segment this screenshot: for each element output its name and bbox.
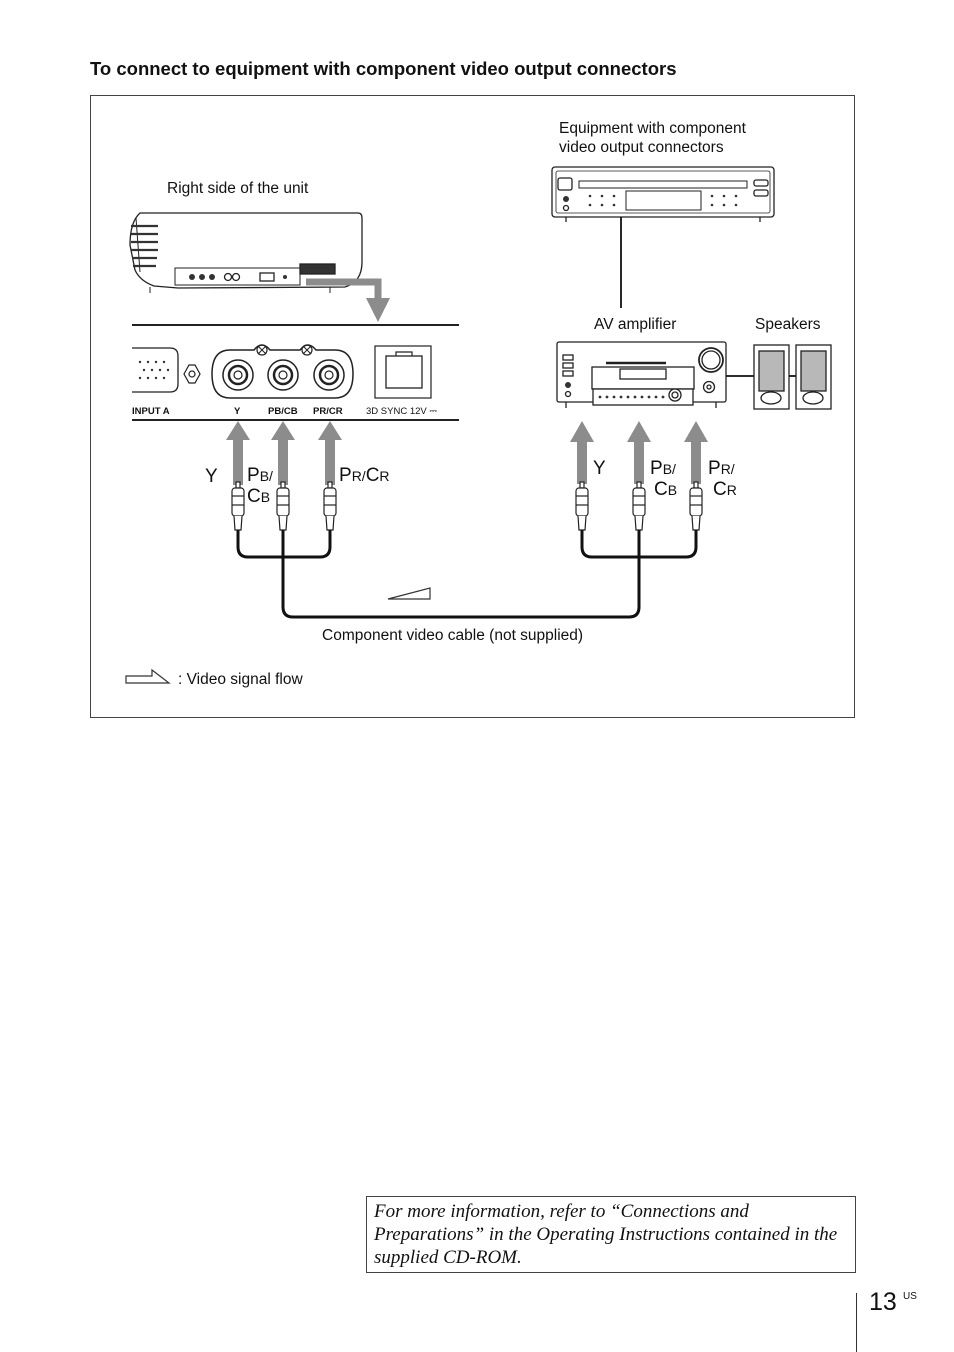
left-pb-label: PB/ (247, 465, 273, 486)
left-y-label: Y (205, 466, 218, 487)
right-cr-label: CR (713, 479, 737, 500)
more-info-note: For more information, refer to “Connecti… (366, 1196, 856, 1273)
panel-sync-label: 3D SYNC 12V ⎓ (366, 406, 437, 417)
legend-label: : Video signal flow (178, 671, 303, 688)
right-signal-arrows (570, 421, 708, 484)
projector-illustration (129, 212, 363, 293)
right-pb-label: PB/ (650, 458, 676, 479)
panel-pb-label: PB/CB (268, 406, 298, 417)
left-pr-cr-label: PR/CR (339, 465, 390, 486)
zoom-arrow-head (366, 298, 390, 322)
page-number: 13 (869, 1288, 897, 1316)
page-number-suffix: US (903, 1291, 917, 1302)
component-equipment-illustration (551, 166, 775, 222)
left-cb-label: CB (247, 486, 271, 507)
speakers-label: Speakers (755, 316, 821, 333)
right-cb-label: CB (654, 479, 678, 500)
speakers-illustration (753, 344, 832, 410)
unit-side-label: Right side of the unit (167, 180, 309, 197)
legend-flow-arrow-icon (125, 668, 171, 684)
right-y-label: Y (593, 458, 606, 479)
panel-pr-label: PR/CR (313, 406, 343, 417)
page-number-rule (856, 1293, 857, 1352)
av-amplifier-label: AV amplifier (594, 316, 677, 333)
panel-input-a-label: INPUT A (132, 406, 170, 417)
signal-flow-arrow-icon (387, 587, 431, 600)
connector-panel (132, 324, 459, 421)
av-amplifier-illustration (556, 341, 727, 408)
equipment-label-line1: Equipment with component (559, 120, 746, 137)
zoom-arrow (306, 278, 382, 300)
connection-diagram-frame (90, 95, 855, 718)
left-signal-arrows (226, 421, 342, 485)
cable-label: Component video cable (not supplied) (322, 627, 584, 644)
rca-plugs (231, 481, 703, 531)
equipment-label-line2: video output connectors (559, 139, 724, 156)
panel-y-label: Y (234, 406, 241, 417)
component-video-cable (236, 530, 698, 619)
right-pr-label: PR/ (708, 458, 735, 479)
section-heading: To connect to equipment with component v… (90, 58, 677, 79)
